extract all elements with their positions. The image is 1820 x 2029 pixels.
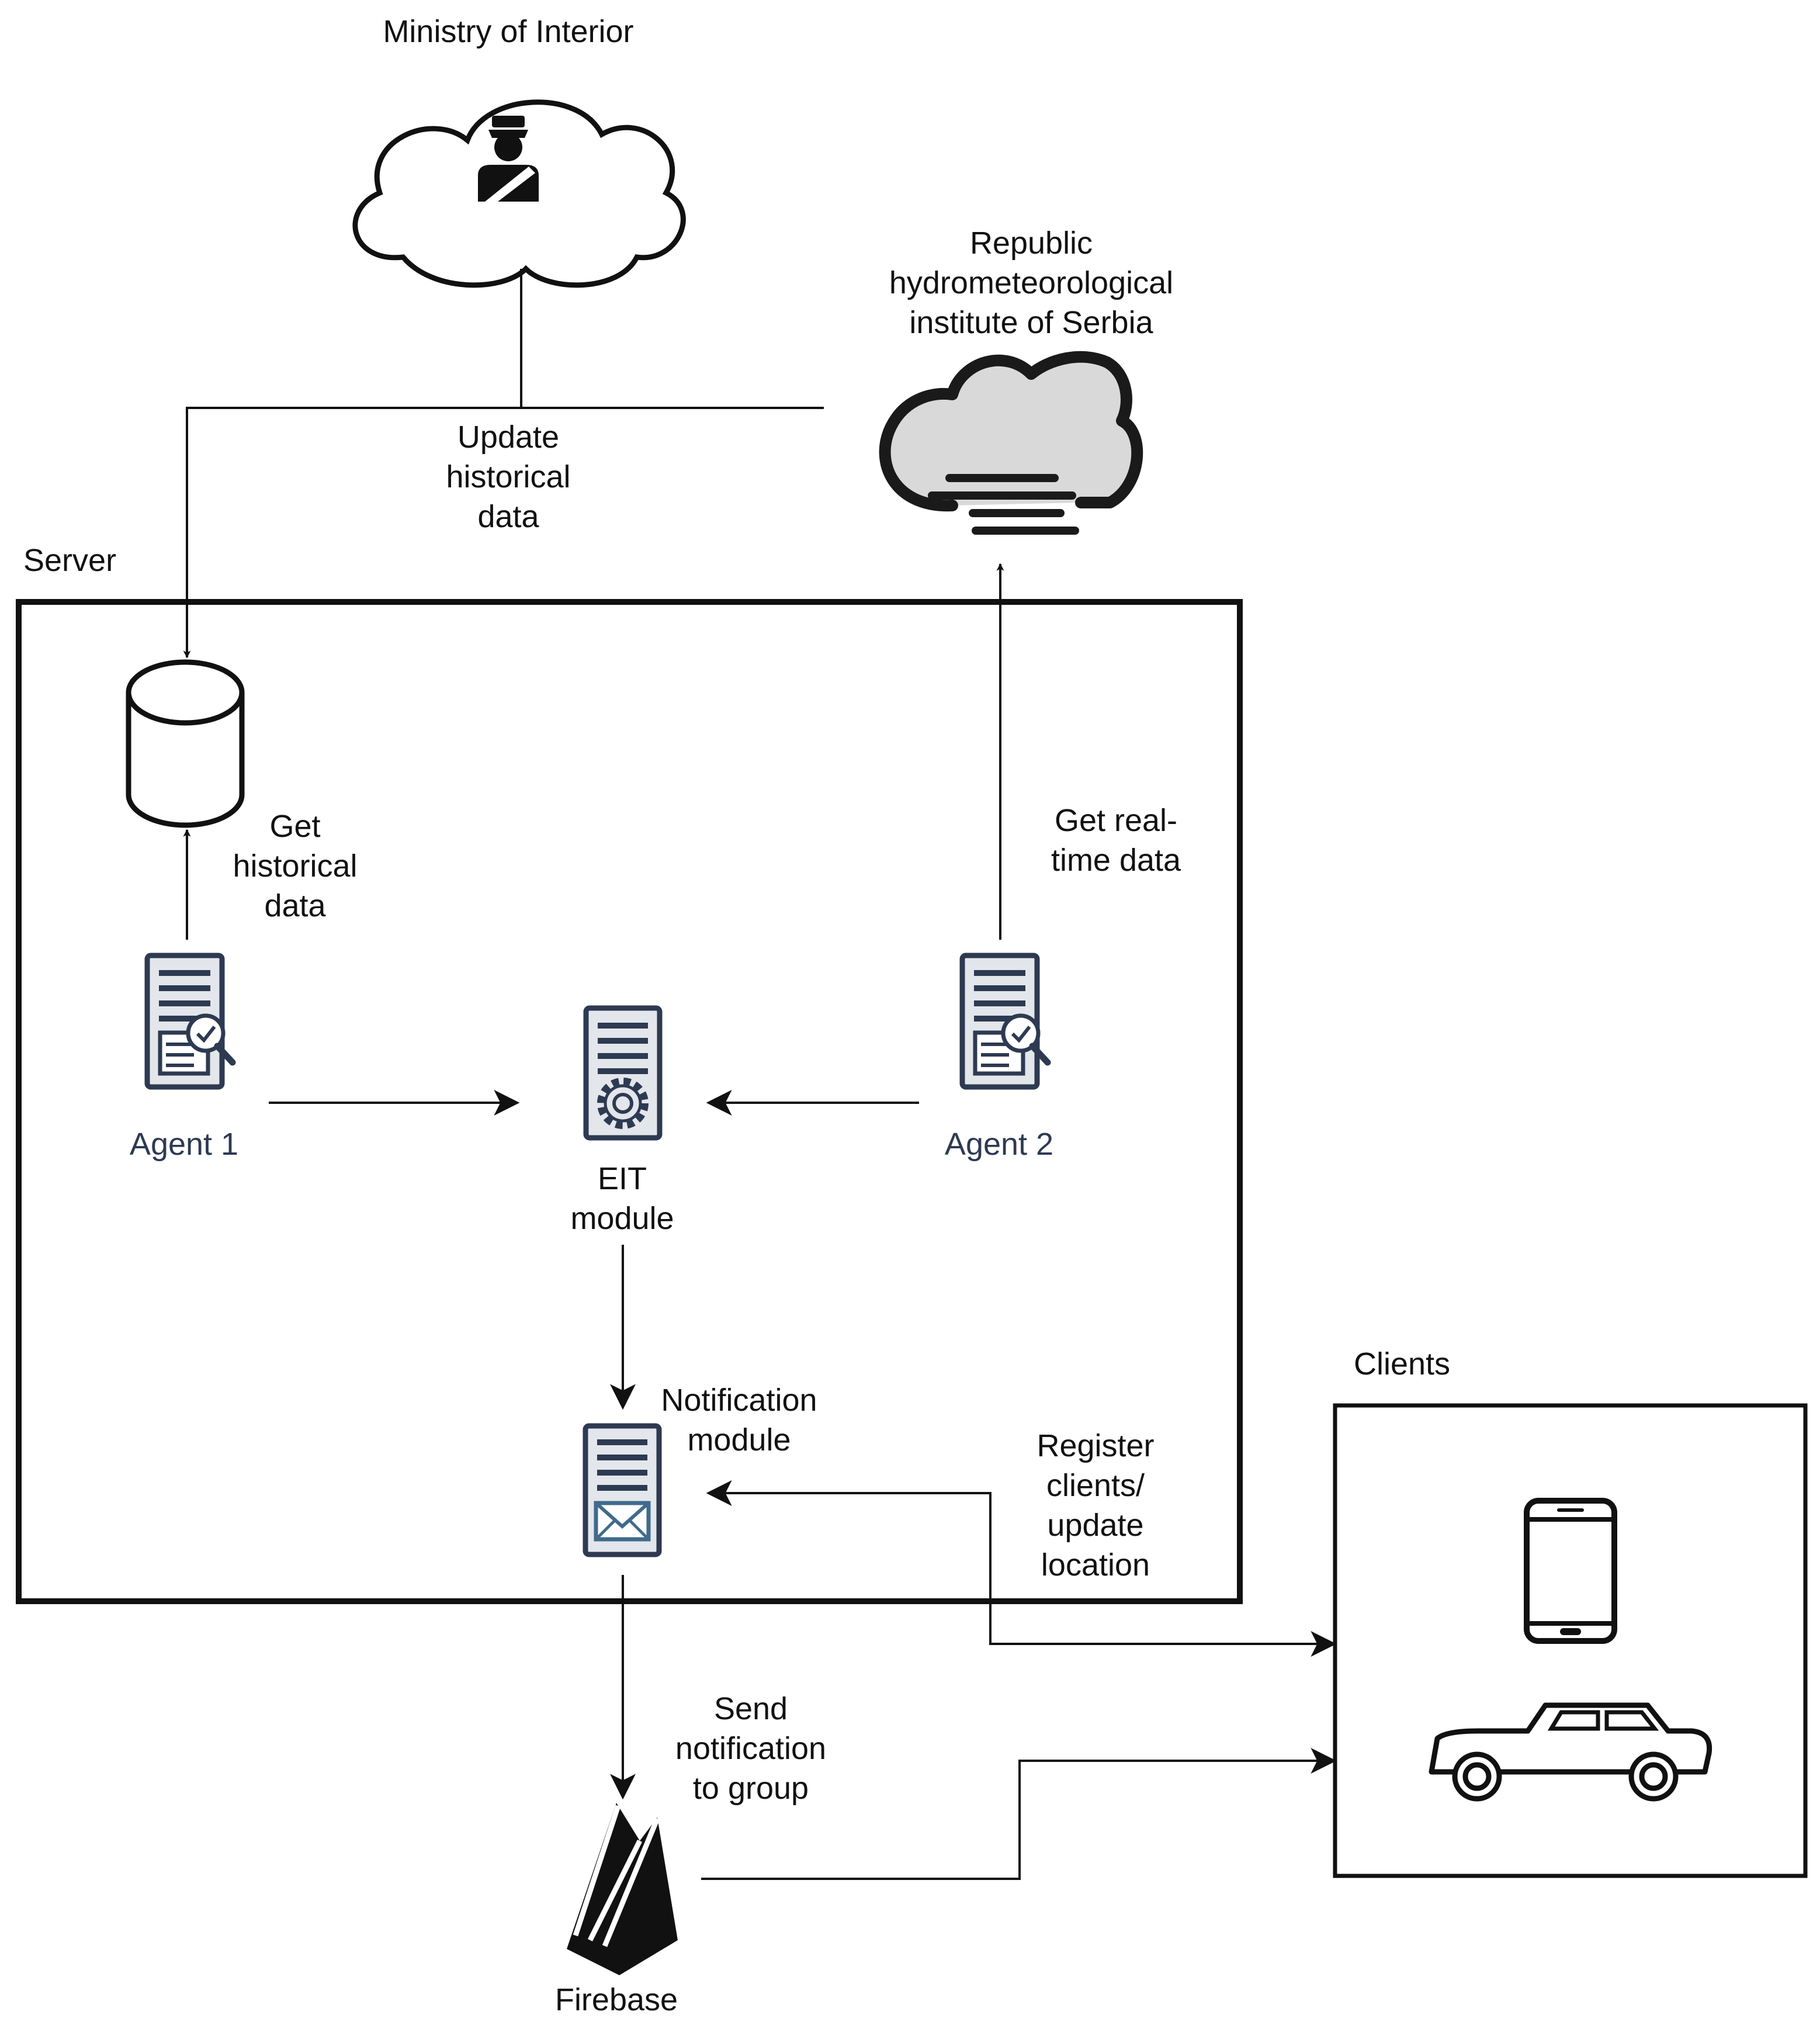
update-historical-data-arrow	[183, 407, 824, 659]
rhmz-label: Republic hydrometeorological institute o…	[889, 226, 1174, 340]
smartphone-icon	[1524, 1498, 1617, 1644]
notification-module-icon	[583, 1423, 662, 1557]
database-cylinder-icon	[126, 659, 245, 828]
agent-2-icon	[959, 953, 1051, 1090]
notification-module-label: Notification module	[661, 1383, 817, 1457]
send-notification-label: Send notification to group	[675, 1691, 827, 1806]
ministry-label: Ministry of Interior	[383, 14, 634, 49]
update-historical-data-label: Update historical data	[446, 420, 571, 534]
police-officer-cloud-icon	[352, 99, 686, 288]
get-real-time-data-label: Get real- time data	[1051, 803, 1181, 878]
agent-1-label: Agent 1	[129, 1127, 239, 1162]
clients-label: Clients	[1354, 1346, 1451, 1381]
car-icon	[1429, 1702, 1712, 1802]
register-clients-arrow	[706, 1480, 1335, 1645]
server-label: Server	[23, 543, 117, 578]
register-clients-label: Register clients/ update location	[1036, 1428, 1155, 1583]
agent-1-icon	[144, 953, 236, 1090]
get-historical-data-label: Get historical data	[233, 809, 358, 923]
fog-cloud-icon	[879, 351, 1143, 535]
firebase-to-clients-arrow	[701, 1748, 1337, 1880]
firebase-flame-icon	[567, 1803, 678, 1975]
agent-2-label: Agent 2	[944, 1127, 1054, 1162]
server-boundary	[16, 599, 1243, 1604]
eit-module-icon	[583, 1005, 663, 1141]
eit-module-label: EIT module	[570, 1161, 674, 1236]
firebase-label: Firebase	[554, 1982, 678, 2017]
